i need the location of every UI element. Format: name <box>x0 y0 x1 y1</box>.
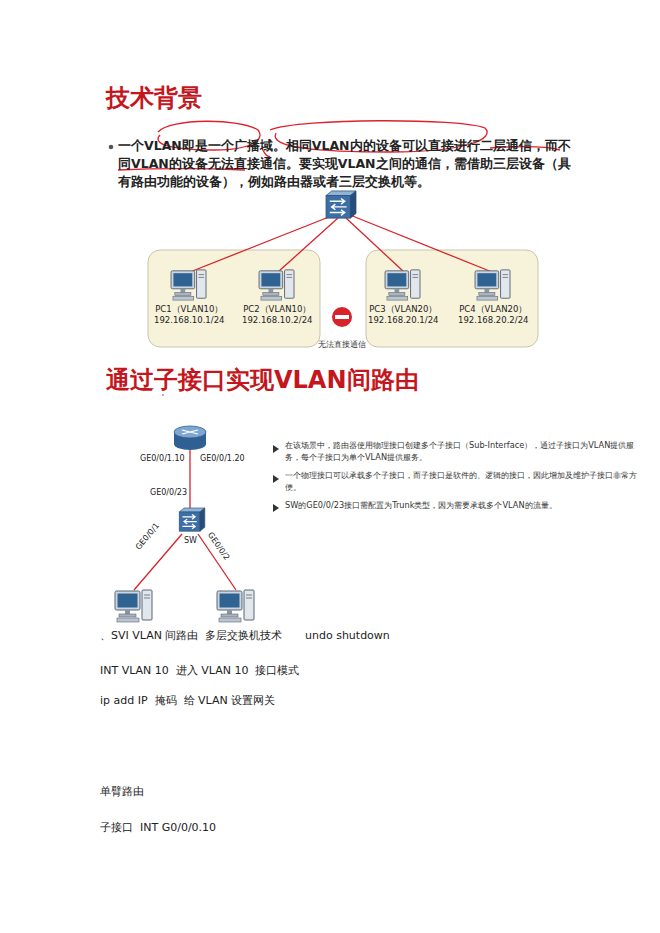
pc-label: 192.168.20.2/24 <box>458 315 528 326</box>
link-line <box>134 450 236 590</box>
pc-icon <box>385 270 420 300</box>
router-icon <box>174 426 206 450</box>
pc-label: 192.168.10.1/24 <box>154 315 224 326</box>
bullet-text: 一个VLAN即是一个广播域。相同VLAN内的设备可以直接进行二层通信，而不同VL… <box>118 137 573 191</box>
pc-label-box: PC1（VLAN10）192.168.10.1/24 <box>154 304 224 325</box>
vlan-group <box>148 250 320 347</box>
note: 、SVI VLAN 间路由 多层交换机技术 <box>100 628 282 644</box>
dot <box>162 394 164 396</box>
note: INT VLAN 10 进入 VLAN 10 接口模式 <box>100 663 299 679</box>
port-label: GE0/0/1.10 <box>140 453 185 465</box>
pc-label: PC4（VLAN20） <box>458 304 528 315</box>
bullet-text: 在该场景中，路由器使用物理接口创建多个子接口（Sub-Interface），通过… <box>285 440 650 464</box>
pc-icon <box>115 590 152 622</box>
note: ip add IP 掩码 给 VLAN 设置网关 <box>100 693 275 709</box>
pc-icon <box>171 270 206 300</box>
note: undo shutdown <box>305 628 390 644</box>
switch-icon <box>179 508 205 531</box>
pc-label-box: PC4（VLAN20）192.168.20.2/24 <box>458 304 528 325</box>
pc-label: 192.168.20.1/24 <box>368 315 438 326</box>
note: 子接口 INT G0/0/0.10 <box>100 820 216 836</box>
pc-label: PC3（VLAN20） <box>368 304 438 315</box>
port-label: GE0/0/1.20 <box>200 453 245 465</box>
pc-icon <box>475 270 510 300</box>
switch-icon <box>326 191 356 218</box>
port-label: GE0/0/23 <box>150 487 187 499</box>
prohibit-sign <box>332 307 352 327</box>
pc-icon <box>217 590 254 622</box>
pc-label: 192.168.10.2/24 <box>242 315 312 326</box>
vlan-group <box>366 250 538 347</box>
note: 无法直接通信 <box>312 339 372 351</box>
bullet-dot <box>109 145 114 150</box>
pc-label: PC1（VLAN10） <box>154 304 224 315</box>
port-label: GE0/0/1 <box>133 521 162 553</box>
heading: 通过子接口实现VLAN间路由 <box>106 366 419 395</box>
note: 单臂路由 <box>100 784 144 800</box>
link-line <box>190 215 492 272</box>
pc-icon <box>259 270 294 300</box>
port-label: GE0/0/2 <box>205 530 233 563</box>
pc-label: PC2（VLAN10） <box>242 304 312 315</box>
device-label: SW <box>184 535 197 547</box>
bullet-arrow <box>273 445 279 512</box>
heading: 技术背景 <box>106 84 202 113</box>
bullet-text: 一个物理接口可以承载多个子接口，而子接口是软件的、逻辑的接口，因此增加及维护子接… <box>285 470 650 494</box>
pc-label-box: PC2（VLAN10）192.168.10.2/24 <box>242 304 312 325</box>
pc-label-box: PC3（VLAN20）192.168.20.1/24 <box>368 304 438 325</box>
bullet-text: SW的GE0/0/23接口需配置为Trunk类型，因为需要承载多个VLAN的流量… <box>285 500 650 512</box>
